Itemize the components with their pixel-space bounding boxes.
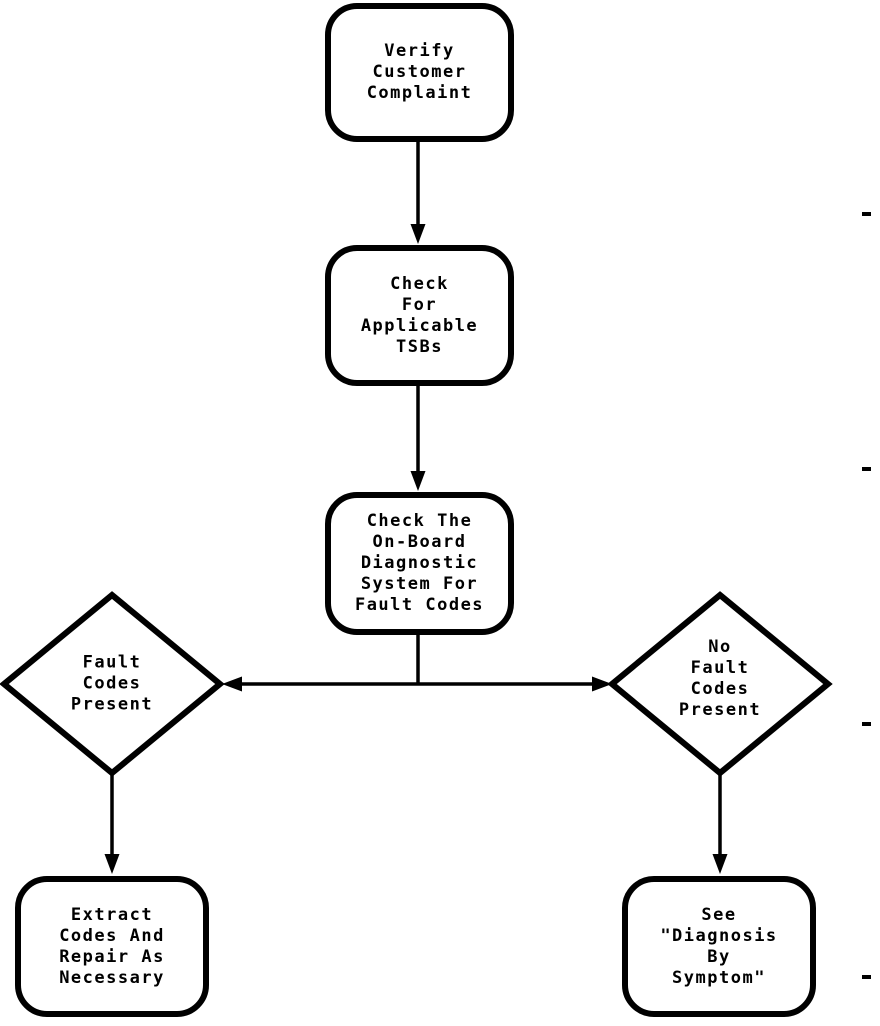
arrowhead-left-into-fault-present <box>222 676 242 692</box>
node-label: Check For Applicable TSBs <box>360 273 479 357</box>
node-label: Verify Customer Complaint <box>366 41 473 103</box>
margin-tick-mark <box>862 975 871 979</box>
node-check-for-applicable-tsbs: Check For Applicable TSBs <box>325 245 514 386</box>
arrowhead-down-into-extract <box>104 854 120 874</box>
arrowhead-down-into-tsbs <box>410 224 426 244</box>
arrowhead-down-into-obd <box>410 471 426 491</box>
arrowhead-down-into-see <box>712 854 728 874</box>
margin-tick-mark <box>862 212 871 216</box>
node-label: See "Diagnosis By Symptom" <box>660 904 778 988</box>
node-check-obd-for-fault-codes: Check The On-Board Diagnostic System For… <box>325 492 514 635</box>
decision-label-no-fault-codes-present: No Fault Codes Present <box>678 637 762 720</box>
node-extract-codes-and-repair: Extract Codes And Repair As Necessary <box>15 876 209 1017</box>
node-label: Check The On-Board Diagnostic System For… <box>354 511 485 615</box>
decision-label-fault-codes-present: Fault Codes Present <box>70 652 154 715</box>
node-label: Extract Codes And Repair As Necessary <box>59 904 165 988</box>
arrowhead-right-into-no-fault-present <box>592 676 612 692</box>
node-verify-customer-complaint: Verify Customer Complaint <box>325 3 514 142</box>
margin-tick-mark <box>862 467 871 471</box>
node-see-diagnosis-by-symptom: See "Diagnosis By Symptom" <box>622 876 816 1017</box>
margin-tick-mark <box>862 722 871 726</box>
